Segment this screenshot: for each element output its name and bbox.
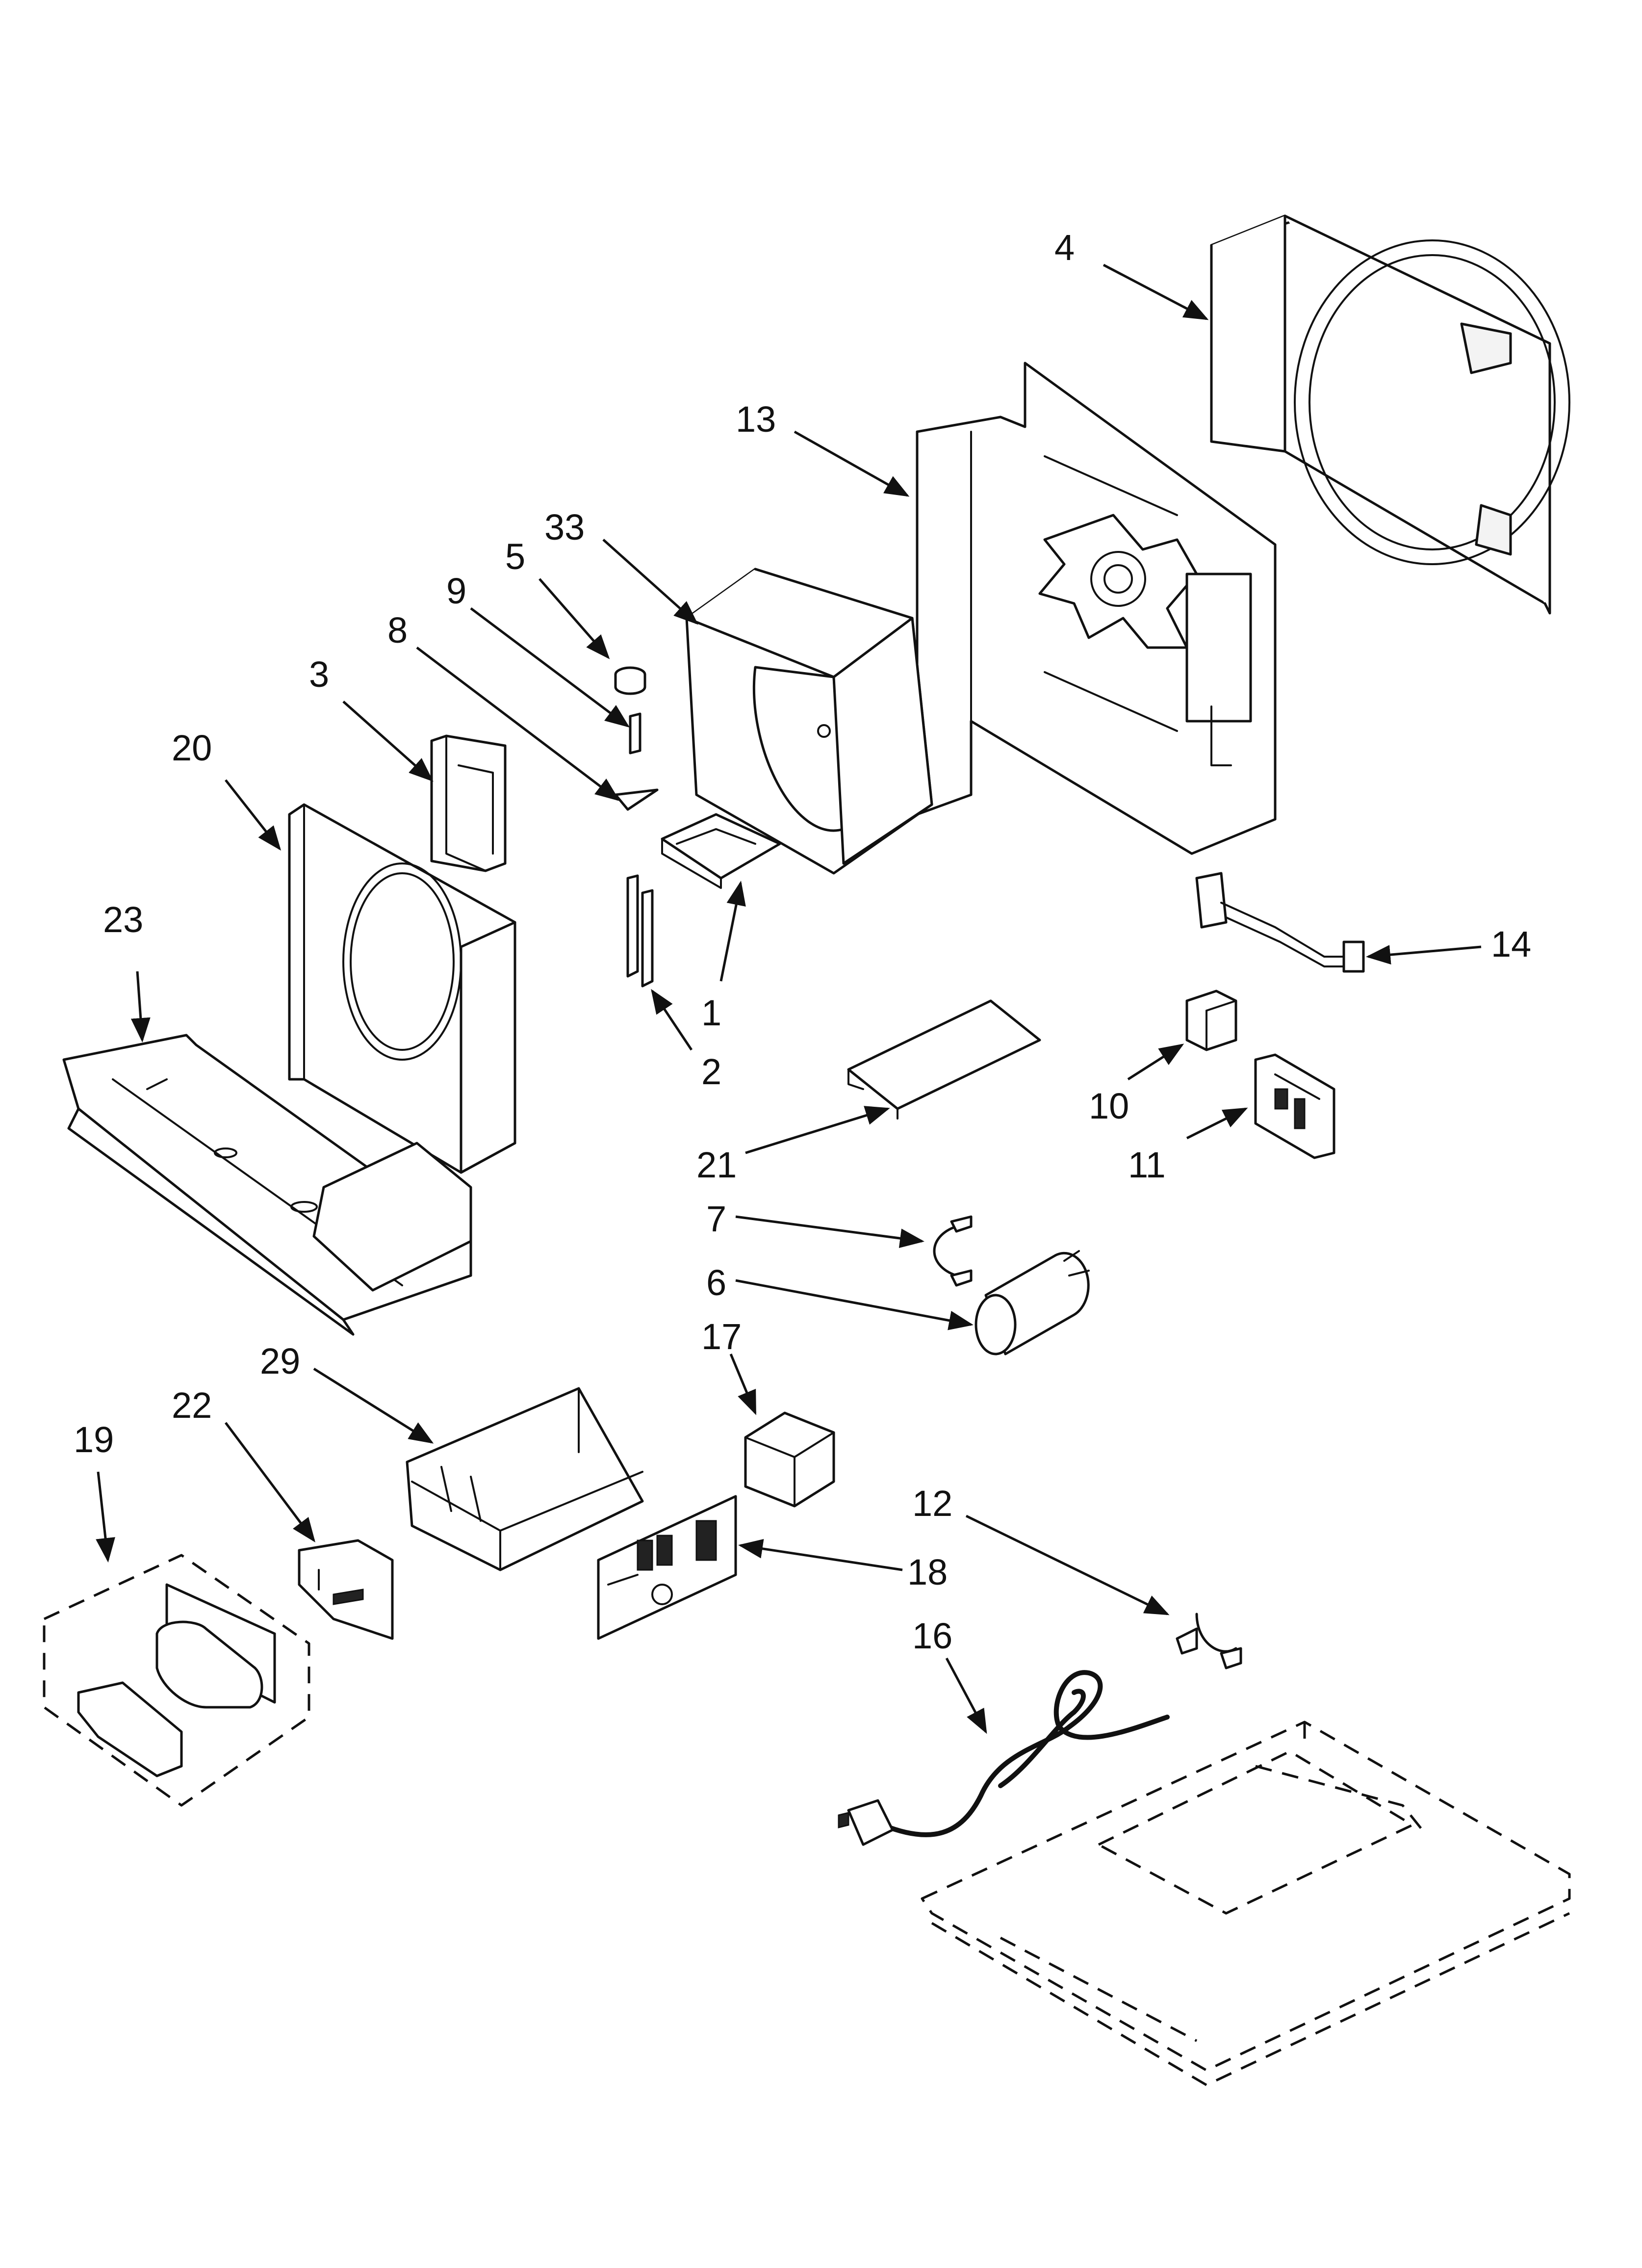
callout-23: 23: [103, 899, 143, 940]
part-12-clamp: [1176, 1613, 1242, 1669]
callout-16: 16: [912, 1616, 952, 1656]
part-10-transformer: [1185, 990, 1237, 1051]
callout-9: 9: [446, 571, 466, 611]
part-5-cap: [614, 666, 646, 695]
callout-11: 11: [1128, 1145, 1166, 1185]
callout-8: 8: [387, 610, 408, 651]
part-7-strap: [933, 1215, 973, 1287]
part-2-strips: [626, 874, 654, 988]
part-14-sensor: [1195, 872, 1365, 973]
callout-4: 4: [1054, 227, 1075, 268]
callout-2: 2: [701, 1051, 721, 1092]
callout-29: 29: [260, 1341, 300, 1382]
callout-labels: 4 13 33 5 9 8 3 20 23 1 2 14 21 10 11 7 …: [74, 227, 1531, 1656]
callout-18: 18: [907, 1552, 948, 1592]
part-9-clip: [629, 712, 641, 755]
part-16-power-cord: [838, 1670, 1170, 1846]
part-20-panel: [288, 803, 516, 1174]
part-3-bracket: [430, 734, 507, 872]
callout-17: 17: [701, 1316, 742, 1357]
part-19-filter: [43, 1554, 310, 1807]
callout-21: 21: [696, 1145, 737, 1185]
leader-lines: [96, 263, 1482, 1734]
part-33-blower-housing: [685, 568, 933, 875]
callout-1: 1: [701, 992, 721, 1033]
part-29-control-box: [406, 1387, 644, 1571]
callout-6: 6: [706, 1262, 726, 1303]
cabinet-base-outline: [921, 1721, 1571, 2086]
part-4-shroud: [1210, 214, 1570, 615]
callout-5: 5: [505, 536, 525, 577]
part-17-relay: [744, 1411, 835, 1508]
callout-14: 14: [1491, 924, 1531, 965]
callout-13: 13: [736, 399, 776, 440]
part-21-cover: [847, 999, 1041, 1120]
part-18-pcb: [597, 1495, 737, 1640]
callout-3: 3: [309, 654, 329, 695]
part-6-capacitor: [975, 1250, 1090, 1356]
part-23-base-pan: [62, 1034, 472, 1336]
part-1-bracket: [661, 813, 781, 889]
callout-20: 20: [172, 728, 212, 768]
callout-19: 19: [74, 1419, 114, 1460]
callout-12: 12: [912, 1483, 952, 1524]
callout-10: 10: [1089, 1086, 1129, 1126]
callout-33: 33: [544, 507, 585, 547]
callout-7: 7: [706, 1199, 726, 1239]
part-8-wedge: [614, 788, 659, 811]
part-13-panel: [916, 362, 1277, 855]
part-11-board: [1254, 1053, 1335, 1159]
callout-22: 22: [172, 1385, 212, 1426]
part-22-board: [298, 1539, 394, 1640]
